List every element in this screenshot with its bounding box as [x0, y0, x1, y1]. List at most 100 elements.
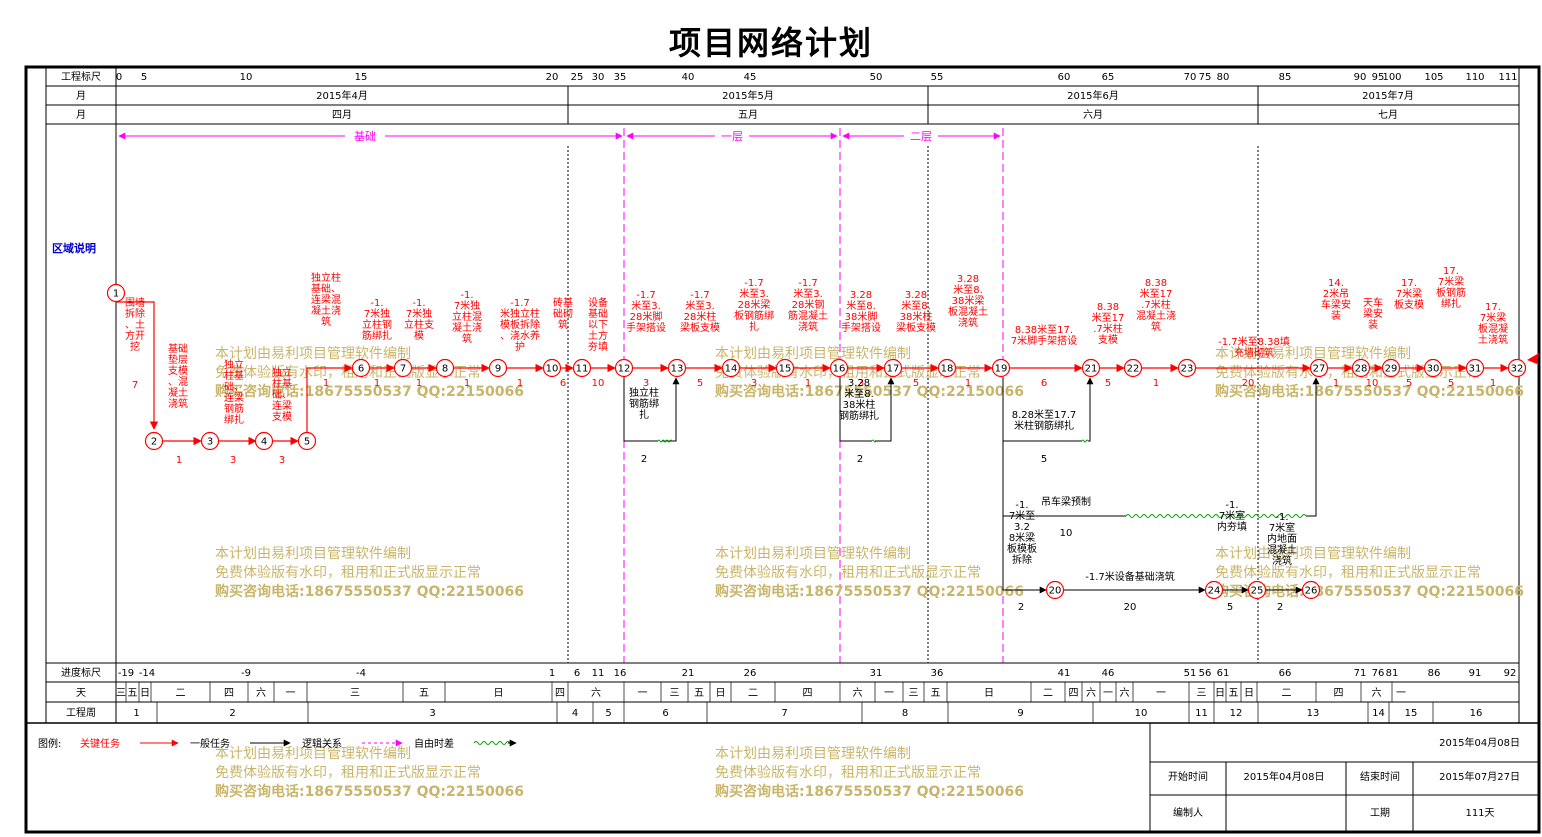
- task-name: 米独立柱: [500, 307, 540, 320]
- task-name: 以下: [588, 320, 608, 331]
- progress-tick: 86: [1428, 668, 1441, 679]
- watermark-text: 本计划由易利项目管理软件编制: [715, 746, 911, 762]
- task-name: 筋绑扎: [362, 329, 392, 342]
- task-name: -1.: [412, 298, 425, 309]
- task-name: 梁板支模: [896, 321, 936, 334]
- day-cell: 日: [494, 688, 504, 699]
- task-name: 础砌: [553, 308, 573, 320]
- task-name: 7米至: [1009, 509, 1035, 522]
- task-name: 17.: [1443, 266, 1459, 277]
- node-circle: [1465, 358, 1485, 378]
- watermark-text: 本计划由易利项目管理软件编制: [215, 346, 411, 362]
- task-name: -1.: [460, 290, 473, 301]
- task-name: 柱基: [224, 369, 244, 382]
- task-name: 支模: [168, 365, 188, 377]
- task-name: 板混凝: [1478, 322, 1508, 335]
- node-circle: [775, 358, 795, 378]
- day-cell: 六: [1372, 687, 1382, 699]
- week-cell: 8: [902, 708, 908, 719]
- day-cell: 日: [1244, 688, 1254, 699]
- task-duration: 5: [913, 378, 919, 389]
- task-name: -1.7: [690, 290, 710, 301]
- legend-logic-label: 逻辑关系: [302, 737, 342, 750]
- task-name: 筑: [558, 318, 568, 331]
- day-cell: 三: [350, 688, 360, 699]
- task-name: 3.28: [905, 290, 927, 301]
- task-name: 凝土浇: [452, 321, 482, 334]
- week-cell: 15: [1405, 708, 1418, 719]
- task-duration: 1: [323, 378, 329, 389]
- progress-tick: 81: [1386, 668, 1399, 679]
- week-cell: 16: [1470, 708, 1483, 719]
- node-circle: [937, 358, 957, 378]
- start-value: 2015年04月08日: [1244, 770, 1325, 783]
- zone-foundation: 基础: [354, 130, 376, 143]
- task-name: 38米梁: [952, 294, 985, 307]
- task-labels: 围墙拆除、土方开挖7基础垫层支模、混凝土浇筑1独立柱基础、连梁钢筋绑扎3独立柱基…: [125, 266, 1508, 613]
- month-jun: 2015年6月: [1067, 89, 1119, 102]
- scale-tick: 70: [1184, 72, 1197, 83]
- week-cell: 3: [429, 708, 435, 719]
- week-cell: 7: [781, 708, 787, 719]
- day-cell: 五: [931, 688, 941, 699]
- day-cell: 日: [716, 688, 726, 699]
- day-cell: 四: [803, 688, 813, 699]
- task-name: 7米室: [1219, 509, 1245, 522]
- node-circle: [393, 358, 413, 378]
- node-label: 9: [495, 364, 501, 375]
- day-cell: 三: [116, 688, 126, 699]
- task-name: 28米柱: [684, 310, 717, 323]
- week-row-label: 工程周: [66, 707, 96, 719]
- task-name: 混凝土浇: [1136, 309, 1176, 322]
- task-name: 柱基: [272, 377, 292, 390]
- watermark-group: 本计划由易利项目管理软件编制免费体验版有水印，租用和正式版显示正常购买咨询电话:…: [215, 346, 1524, 800]
- scale-tick: 10: [240, 72, 253, 83]
- task-name: 连梁混: [311, 293, 341, 306]
- task-name: .7米柱: [1141, 298, 1171, 311]
- task-duration: 3: [230, 455, 236, 466]
- task-name: 、浇水养: [500, 329, 540, 342]
- task-name: 护: [515, 340, 525, 353]
- node-label: 19: [995, 364, 1008, 375]
- node-circle: [297, 431, 317, 451]
- watermark-text: 免费体验版有水印，租用和正式版显示正常: [715, 765, 981, 781]
- watermark-text: 免费体验版有水印，租用和正式版显示正常: [715, 565, 981, 581]
- watermark-text: 购买咨询电话:18675550537 QQ:22150066: [215, 383, 524, 400]
- task-name: 基础、: [311, 282, 341, 295]
- month2-row-label: 月: [76, 109, 86, 121]
- day-cell: 二: [1043, 688, 1053, 699]
- task-name: 充墙砌筑: [1234, 346, 1274, 359]
- node-circle: [1423, 358, 1443, 378]
- month-apr: 2015年4月: [316, 89, 368, 102]
- info-table: 2015年04月08日 开始时间 2015年04月08日 结束时间 2015年0…: [1149, 723, 1539, 832]
- scale-tick: 65: [1102, 72, 1115, 83]
- task-name: 立柱钢: [362, 318, 392, 331]
- day-cell: 四: [224, 688, 234, 699]
- scale-tick: 100: [1382, 72, 1401, 83]
- task-duration: 6: [1041, 378, 1047, 389]
- task-name: 筑: [321, 315, 331, 328]
- node-circle: [542, 358, 562, 378]
- task-name: 吊车梁预制: [1041, 495, 1091, 508]
- node-circle: [1309, 358, 1329, 378]
- month-jul-cn: 七月: [1378, 109, 1398, 121]
- node-label: 24: [1208, 586, 1221, 597]
- day-cell: 一: [286, 688, 296, 699]
- week-cell: 5: [605, 708, 611, 719]
- page-title: 项目网络计划: [668, 24, 873, 62]
- task-name: 3.28: [848, 378, 870, 389]
- task-name: 米至8.: [846, 299, 876, 312]
- node-label: 5: [304, 437, 310, 448]
- end-flag-icon: [1527, 353, 1539, 364]
- task-name: 设备: [588, 296, 608, 309]
- task-name: 米至17: [1140, 287, 1173, 300]
- day-cell: 一: [884, 688, 894, 699]
- task-name: 钢筋: [224, 402, 244, 415]
- day-cell: 五: [128, 688, 138, 699]
- node-circle: [435, 358, 455, 378]
- task-name: 米柱钢筋绑扎: [1014, 419, 1074, 432]
- node-circle: [106, 283, 126, 303]
- watermark-text: 免费体验版有水印，租用和正式版显示正常: [1215, 565, 1481, 581]
